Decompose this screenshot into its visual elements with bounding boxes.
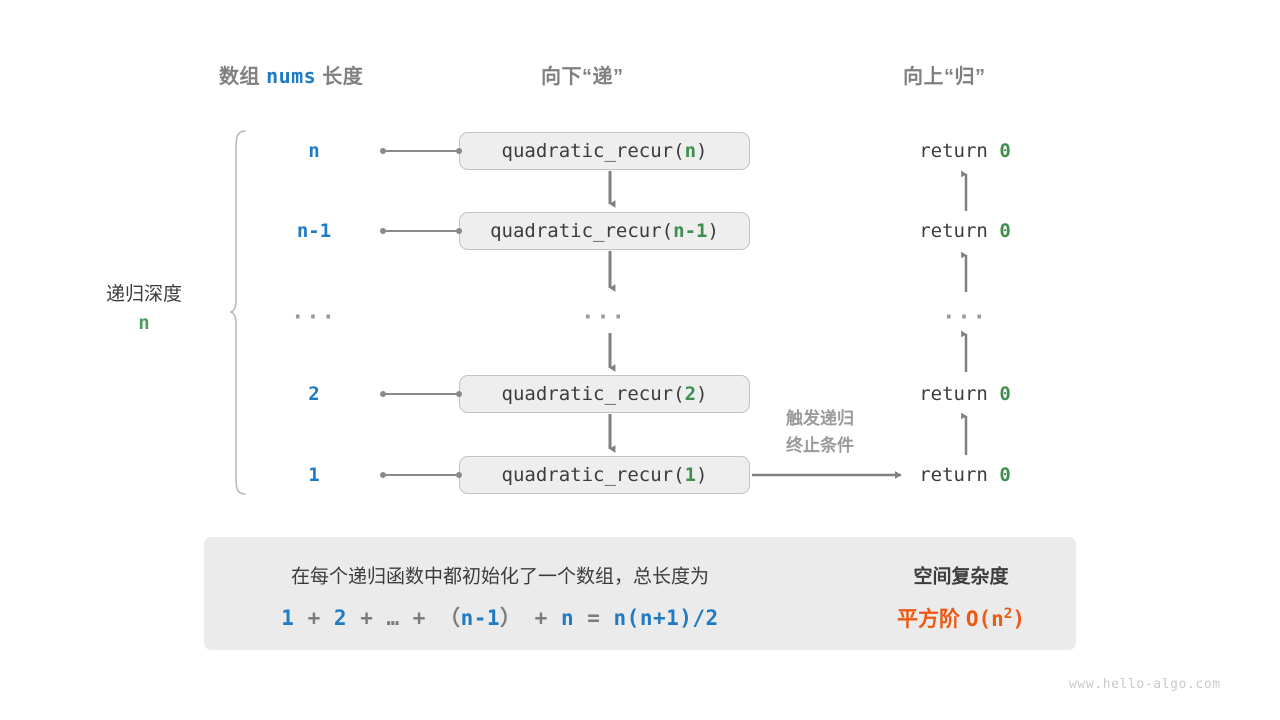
formula-term-4: n	[560, 606, 575, 630]
recursion-depth-label: 递归深度 n	[92, 280, 196, 339]
formula-term-1: 1	[281, 606, 295, 630]
header-array-length: 数组 nums 长度	[219, 60, 363, 89]
size-value-row-1: n-1	[296, 220, 332, 242]
recursion-depth-text: 递归深度	[105, 284, 182, 305]
formula-op-1: +	[294, 606, 334, 630]
size-connector-row-4	[380, 472, 462, 478]
call-box-row-3-suffix: )	[696, 383, 708, 405]
base-case-note-line2: 终止条件	[786, 436, 854, 455]
call-box-row-1-prefix: quadratic_recur(	[490, 220, 674, 242]
formula-term-2: 2	[333, 606, 348, 630]
summary-result-title: 空间复杂度	[913, 566, 1009, 588]
watermark: www.hello-algo.com	[1069, 677, 1221, 692]
call-box-row-0-arg: n	[684, 140, 697, 162]
return-row-3-text: return	[919, 383, 1000, 405]
call-box-row-1-suffix: )	[707, 220, 719, 242]
summary-result-value: 平方阶 O(n2)	[897, 603, 1025, 633]
return-row-0-text: return	[919, 140, 1000, 162]
summary-formula: 1 + 2 + … + （n-1） + n = n(n+1)/2	[281, 602, 718, 632]
size-connector-row-0	[380, 148, 462, 154]
base-case-note-line1: 触发递归	[786, 408, 854, 428]
call-box-row-0-prefix: quadratic_recur(	[501, 140, 685, 162]
summary-panel	[204, 537, 1076, 650]
summary-result-close: )	[1012, 607, 1026, 631]
header-recurse-down: 向下“递”	[541, 66, 624, 88]
size-value-ellipsis: ...	[291, 299, 337, 325]
summary-description: 在每个递归函数中都初始化了一个数组，总长度为	[290, 566, 710, 588]
header-array-suffix: 长度	[322, 66, 364, 88]
depth-brace-icon	[229, 130, 246, 495]
summary-result-base: O(n	[965, 607, 1004, 631]
base-case-note: 触发递归 终止条件	[786, 405, 854, 459]
return-row-3-value: 0	[999, 383, 1011, 405]
return-row-0: return 0	[919, 140, 1011, 162]
call-box-row-3[interactable]: quadratic_recur(2)	[459, 375, 750, 413]
size-value-row-4: 1	[308, 464, 320, 486]
return-row-3: return 0	[919, 383, 1011, 405]
recursion-depth-value: n	[138, 312, 150, 335]
return-ellipsis: ...	[942, 299, 988, 325]
call-box-row-3-arg: 2	[684, 383, 697, 405]
formula-op-3: ） +	[500, 606, 561, 630]
return-row-1-text: return	[919, 220, 1000, 242]
call-box-row-1-arg: n-1	[673, 220, 708, 242]
call-box-row-4-suffix: )	[696, 464, 708, 486]
header-array-prefix: 数组	[219, 66, 260, 88]
return-row-0-value: 0	[999, 140, 1011, 162]
formula-term-3: n-1	[460, 606, 501, 630]
return-row-1: return 0	[919, 220, 1011, 242]
return-row-1-value: 0	[999, 220, 1011, 242]
size-connector-row-3	[380, 391, 462, 397]
header-array-nums: nums	[266, 64, 317, 88]
return-row-4-text: return	[919, 464, 1000, 486]
call-box-ellipsis: ...	[581, 299, 627, 325]
summary-result-exponent: 2	[1003, 606, 1013, 622]
formula-term-5: n(n+1)/2	[613, 606, 719, 630]
return-row-4: return 0	[919, 464, 1011, 486]
return-row-4-value: 0	[999, 464, 1011, 486]
call-box-row-4-arg: 1	[684, 464, 697, 486]
formula-op-2: + … + （	[347, 606, 461, 630]
size-value-row-0: n	[308, 140, 320, 162]
call-box-row-3-prefix: quadratic_recur(	[501, 383, 685, 405]
call-box-row-4[interactable]: quadratic_recur(1)	[459, 456, 750, 494]
call-box-row-4-prefix: quadratic_recur(	[501, 464, 685, 486]
header-return-up: 向上“归”	[903, 66, 986, 88]
summary-result-prefix: 平方阶	[896, 608, 960, 631]
call-box-row-0-suffix: )	[696, 140, 708, 162]
size-value-row-3: 2	[308, 383, 320, 405]
size-connector-row-1	[380, 228, 462, 234]
call-box-row-1[interactable]: quadratic_recur(n-1)	[459, 212, 750, 250]
call-box-row-0[interactable]: quadratic_recur(n)	[459, 132, 750, 170]
formula-op-4: =	[574, 606, 614, 630]
